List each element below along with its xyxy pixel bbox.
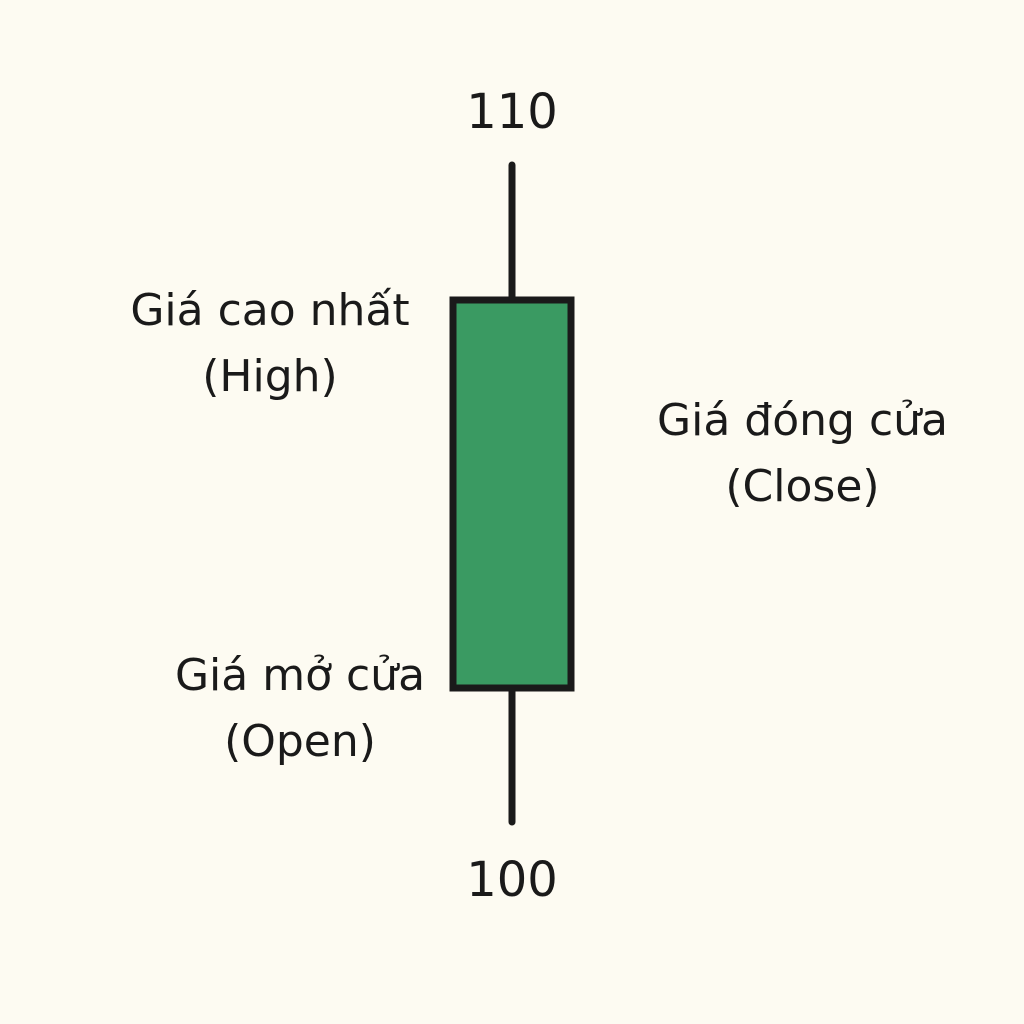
close-label-en: (Close): [725, 461, 880, 512]
bottom-price-label: 100: [466, 852, 558, 908]
candle-body: [449, 296, 575, 692]
open-label-vi: Giá mở cửa: [174, 650, 426, 701]
close-label: Giá đóng cửa (Close): [635, 388, 970, 520]
open-label: Giá mở cửa (Open): [150, 643, 450, 775]
high-label-en: (High): [202, 351, 338, 402]
close-label-vi: Giá đóng cửa: [657, 395, 948, 446]
top-price-label: 110: [466, 84, 558, 140]
high-label: Giá cao nhất (High): [110, 278, 430, 410]
open-label-en: (Open): [224, 716, 376, 767]
high-label-vi: Giá cao nhất: [130, 285, 410, 336]
